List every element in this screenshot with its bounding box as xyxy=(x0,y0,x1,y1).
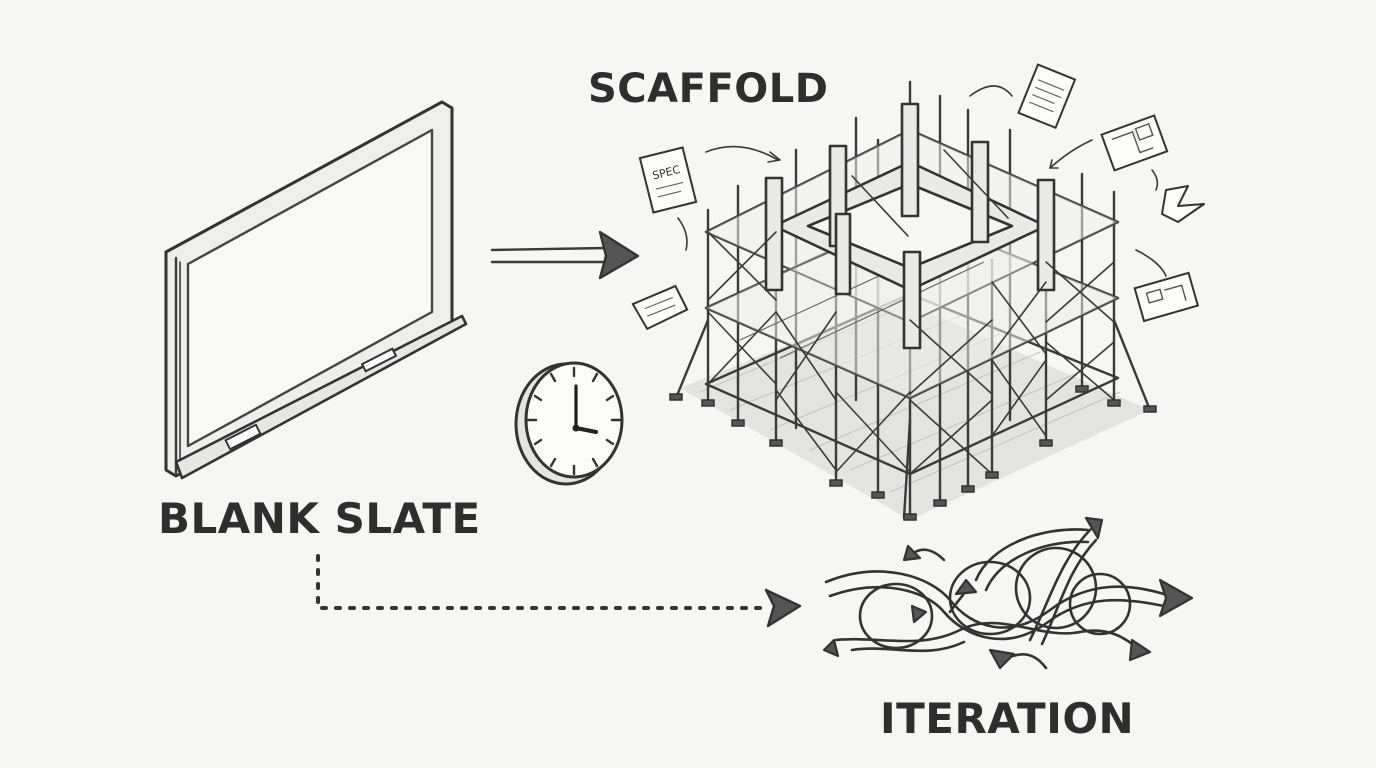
tangled-arrows-icon xyxy=(822,516,1194,670)
chalkboard-icon xyxy=(164,100,468,480)
scaffold-icon xyxy=(669,80,1157,521)
arrow-to-scaffold-icon xyxy=(490,230,640,280)
blank-slate-label: BLANK SLATE xyxy=(158,494,481,543)
iteration-label: ITERATION xyxy=(880,694,1135,743)
scaffold-label: SCAFFOLD xyxy=(588,66,829,112)
paper-icon: SPEC xyxy=(631,63,1205,331)
dotted-arrow-to-iteration-icon xyxy=(316,554,802,628)
clock-icon xyxy=(514,361,624,486)
